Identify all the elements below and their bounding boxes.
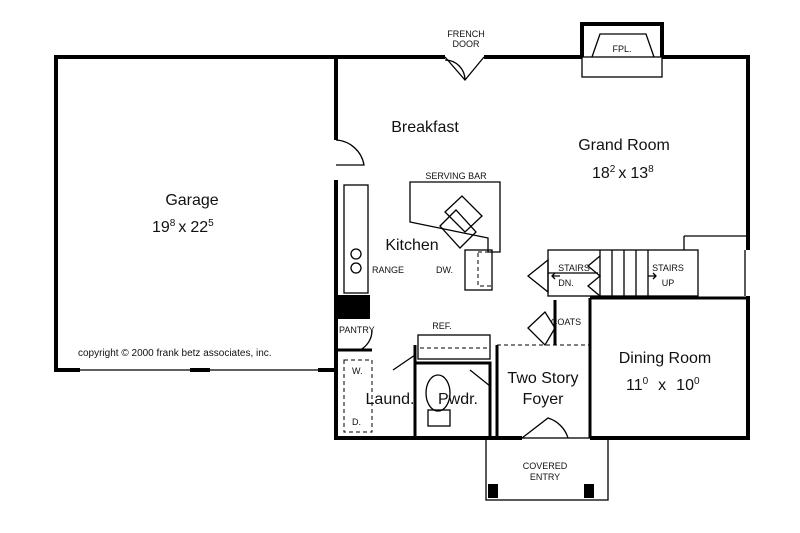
- fixture-labels: FRENCH DOOR FPL. SERVING BAR RANGE DW. R…: [339, 29, 684, 482]
- covered-entry-label-line2: ENTRY: [530, 472, 560, 482]
- dishwasher-label: DW.: [436, 265, 453, 275]
- foyer-name-line2: Foyer: [523, 391, 565, 408]
- powder-name: Pwdr.: [438, 391, 478, 408]
- pantry-label: PANTRY: [339, 325, 375, 335]
- grand-room-name: Grand Room: [578, 137, 670, 154]
- copyright-text: copyright © 2000 frank betz associates, …: [78, 348, 272, 359]
- fireplace: [580, 22, 664, 78]
- kitchen-counters: [343, 181, 501, 294]
- ref-label: REF.: [432, 321, 452, 331]
- garage-name: Garage: [165, 192, 218, 209]
- kitchen-name: Kitchen: [385, 237, 438, 254]
- washer-label: W.: [352, 366, 363, 376]
- dining-room-name: Dining Room: [619, 350, 711, 367]
- dryer-label: D.: [352, 417, 361, 427]
- covered-entry: [485, 437, 609, 501]
- stairs-down-label-bottom: DN.: [558, 278, 574, 288]
- french-door-label-line1: FRENCH: [447, 29, 485, 39]
- coats-label: COATS: [551, 317, 581, 327]
- windows: [744, 250, 751, 296]
- laundry-name: Laund.: [366, 391, 415, 408]
- foyer-name-line1: Two Story: [507, 370, 578, 387]
- covered-entry-label-line1: COVERED: [523, 461, 568, 471]
- fireplace-label: FPL.: [612, 44, 631, 54]
- serving-bar-label: SERVING BAR: [425, 171, 487, 181]
- stairs-arrows: [551, 272, 657, 280]
- staircase: [526, 235, 748, 297]
- range-label: RANGE: [372, 265, 404, 275]
- interior-walls: [333, 139, 748, 441]
- breakfast-name: Breakfast: [391, 119, 459, 136]
- french-door-label-line2: DOOR: [453, 39, 481, 49]
- stairs-down-label-top: STAIRS: [558, 263, 590, 273]
- stairs-up-label-top: STAIRS: [652, 263, 684, 273]
- french-door: [444, 56, 485, 82]
- stairs-up-label-bottom: UP: [662, 278, 675, 288]
